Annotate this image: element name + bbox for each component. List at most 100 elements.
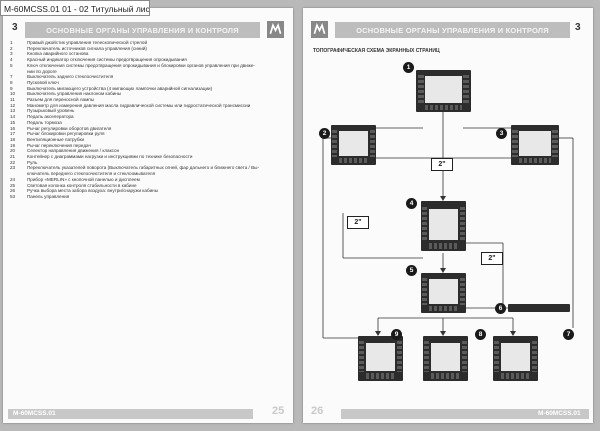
item-number: 18 <box>10 136 16 142</box>
list-item: 26 Ручка выбора места забора воздуха: вну… <box>10 188 290 194</box>
item-text: Выключатель управления наклоном кабины <box>27 91 122 97</box>
item-number: 53 <box>10 193 16 199</box>
list-item: 22 Руль <box>10 160 290 166</box>
item-number: 2 <box>10 45 13 51</box>
item-text: Разъем для переносной лампы <box>27 97 95 103</box>
item-text: нии по дороге <box>27 68 57 74</box>
item-number: 10 <box>10 91 16 97</box>
item-text: Рычаг блокировки регулировки руля <box>27 131 105 137</box>
item-number: 11 <box>10 97 15 103</box>
screen-number-badge: 1 <box>403 62 414 73</box>
screen-5-device <box>421 273 466 313</box>
item-number: 26 <box>10 188 16 194</box>
item-number: 22 <box>10 159 16 165</box>
footer-label: M-60MCSS.01 <box>538 410 581 417</box>
item-text: Ручка выбора места забора воздуха: внутр… <box>27 188 158 194</box>
item-text: Пузырьковый уровень <box>27 108 75 114</box>
item-text: Контейнер с диаграммами нагрузки и инстр… <box>27 154 193 160</box>
item-number: 21 <box>10 154 16 160</box>
item-number: 19 <box>10 142 16 148</box>
header-bar: ОСНОВНЫЕ ОРГАНЫ УПРАВЛЕНИЯ И КОНТРОЛЯ <box>335 22 570 38</box>
screen-number-badge: 2 <box>319 128 330 139</box>
item-text: ключатель переднего стеклоочистителя и с… <box>27 171 156 177</box>
connector-label-box: 2" <box>347 216 369 229</box>
item-text: Пусковой ключ <box>27 79 59 85</box>
section-number: 3 <box>12 22 18 33</box>
screen-4-device <box>421 201 466 251</box>
item-number: 15 <box>10 119 16 125</box>
list-item: нии по дороге <box>10 69 290 75</box>
list-item: 12 Манометр для измерения давления масла … <box>10 103 290 109</box>
document-tab[interactable]: M-60MCSS.01 01 - 02 Титульный лист.pdf <box>0 0 150 16</box>
item-text: Педаль тормоза <box>27 119 62 125</box>
item-text: Выключатель мигающего устройства (4 мига… <box>27 85 213 91</box>
item-number: 25 <box>10 182 16 188</box>
list-item: 21 Контейнер с диаграммами нагрузки и инс… <box>10 154 290 160</box>
screen-number-badge: 4 <box>406 198 417 209</box>
item-number: 8 <box>10 79 13 85</box>
screen-number-badge: 7 <box>563 329 574 340</box>
page-number: 26 <box>311 405 324 417</box>
connector-label-box: 2" <box>481 252 503 265</box>
item-number: 24 <box>10 176 16 182</box>
footer-bar <box>341 409 589 419</box>
connector-label-box: 2" <box>431 158 453 171</box>
list-item: 2 Переключатель источников сигнала управл… <box>10 46 290 52</box>
item-number: 23 <box>10 165 16 171</box>
item-number: 4 <box>10 57 13 63</box>
item-text: Ключ отключения системы предотвращения о… <box>27 62 255 68</box>
list-item: 4 Красный индикатор отключения системы пр… <box>10 57 290 63</box>
item-number: 1 <box>10 40 13 45</box>
header-title: ОСНОВНЫЕ ОРГАНЫ УПРАВЛЕНИЯ И КОНТРОЛЯ <box>356 25 549 35</box>
list-item: 15 Педаль тормоза <box>10 120 290 126</box>
list-item: 9 Выключатель мигающего устройства (4 миг… <box>10 86 290 92</box>
item-text: Прибор «MERLIN» с кнопочной панелью и ди… <box>27 176 140 182</box>
page-number: 25 <box>272 405 285 417</box>
item-number: 13 <box>10 108 16 114</box>
item-text: Красный индикатор отключения системы пре… <box>27 57 187 63</box>
screen-number-badge: 3 <box>496 128 507 139</box>
list-item: ключатель переднего стеклоочистителя и с… <box>10 171 290 177</box>
header-title: ОСНОВНЫЕ ОРГАНЫ УПРАВЛЕНИЯ И КОНТРОЛЯ <box>46 25 239 35</box>
item-text: Селектор направления движения / клаксон <box>27 148 120 154</box>
list-item: 16 Рычаг регулировки оборотов двигателя <box>10 126 290 132</box>
screen-number-badge: 9 <box>391 329 402 340</box>
screen-3-device <box>511 125 559 165</box>
list-item: 25 Световая колонка контроля стабильности… <box>10 183 290 189</box>
item-text: Кнопка аварийного останова <box>27 51 89 57</box>
item-text: Рычаг регулировки оборотов двигателя <box>27 125 112 131</box>
manitou-logo-icon <box>311 21 328 38</box>
screen-6-device <box>508 304 570 312</box>
item-number: 12 <box>10 102 16 108</box>
item-number: 5 <box>10 62 13 68</box>
screen-number-badge: 8 <box>475 329 486 340</box>
item-text: Переключатель источников сигнала управле… <box>27 45 147 51</box>
item-text: Руль <box>27 159 38 165</box>
item-number: 16 <box>10 125 16 131</box>
list-item: 10 Выключатель управления наклоном кабины <box>10 91 290 97</box>
item-text: Педаль акселератора <box>27 114 74 120</box>
screen-9-device <box>358 336 403 381</box>
item-number: 14 <box>10 114 16 120</box>
item-text: Световая колонка контроля стабильности в… <box>27 182 137 188</box>
left-page: 3 ОСНОВНЫЕ ОРГАНЫ УПРАВЛЕНИЯ И КОНТРОЛЯ … <box>3 8 293 423</box>
screen-number-badge: 6 <box>495 303 506 314</box>
screen-number-badge: 5 <box>406 265 417 276</box>
manitou-logo-icon <box>267 21 284 38</box>
item-text: Манометр для измерения давления масла ги… <box>27 102 251 108</box>
list-item: 5 Ключ отключения системы предотвращения … <box>10 63 290 69</box>
screen-8-device <box>423 336 468 381</box>
list-item: 8 Пусковой ключ <box>10 80 290 86</box>
screen-1-device <box>416 70 471 112</box>
right-page: ОСНОВНЫЕ ОРГАНЫ УПРАВЛЕНИЯ И КОНТРОЛЯ 3 … <box>303 8 593 423</box>
footer-label: M-60MCSS.01 <box>13 410 56 417</box>
item-number: 9 <box>10 85 13 91</box>
